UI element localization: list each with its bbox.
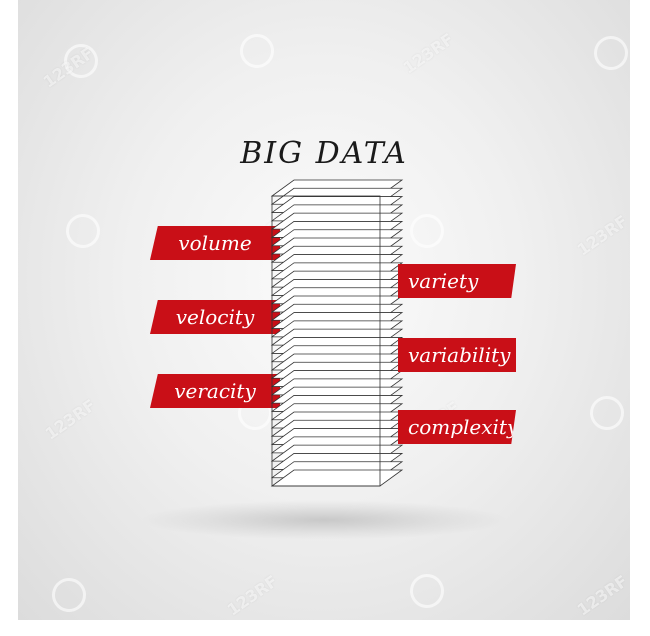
illustration-frame: 123RF 123RF 123RF 123RF 123RF 123RF 123R… bbox=[18, 0, 630, 620]
sheet-layer bbox=[270, 469, 404, 487]
label-veracity: veracity bbox=[150, 374, 280, 408]
label-volume: volume bbox=[150, 226, 280, 260]
diagram-title: BIG DATA bbox=[240, 136, 408, 171]
stack-front-outline bbox=[271, 195, 381, 487]
label-variability: variability bbox=[398, 338, 516, 372]
label-velocity: velocity bbox=[150, 300, 280, 334]
data-stack bbox=[270, 179, 404, 487]
label-variety: variety bbox=[398, 264, 516, 298]
label-complexity: complexity bbox=[398, 410, 516, 444]
stack-shadow bbox=[138, 500, 510, 540]
